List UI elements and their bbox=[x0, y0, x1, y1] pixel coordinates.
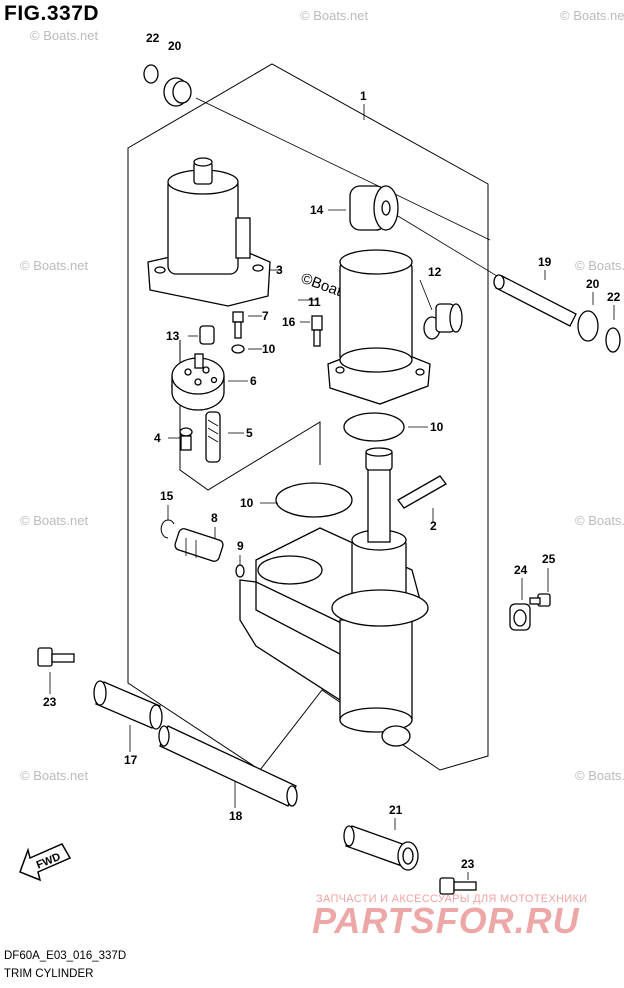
spacer-24 bbox=[509, 603, 531, 631]
callout-11: 11 bbox=[308, 295, 321, 309]
callout-17: 17 bbox=[124, 753, 138, 767]
bushing-20-right bbox=[577, 310, 599, 342]
bolt-25 bbox=[529, 593, 551, 607]
plate-2 bbox=[397, 475, 447, 509]
fitting-13 bbox=[199, 325, 215, 345]
callout-4: 4 bbox=[154, 431, 161, 445]
watermark-text: © Boats.net bbox=[30, 28, 99, 43]
fwd-arrow-icon: FWD bbox=[19, 843, 72, 882]
bushing-21 bbox=[343, 825, 419, 871]
pipe-18 bbox=[158, 725, 298, 807]
watermark-text: © Boats.net bbox=[300, 8, 369, 23]
callout-1: 1 bbox=[360, 89, 367, 103]
callout-2: 2 bbox=[430, 519, 437, 533]
watermark-text: © Boats.net bbox=[20, 258, 89, 273]
watermarks: © Boats.net © Boats.net © Boats.net © Bo… bbox=[20, 8, 624, 783]
assembly-outline bbox=[127, 63, 489, 771]
valve-cap-4 bbox=[179, 427, 193, 451]
reservoir-11 bbox=[327, 249, 431, 405]
bolt-23-left bbox=[37, 647, 75, 667]
callout-10-small: 10 bbox=[262, 342, 276, 356]
circlip-22-right bbox=[605, 327, 621, 353]
leader-lines bbox=[49, 97, 615, 880]
sub-assembly-outline bbox=[179, 340, 321, 491]
circlip-22 bbox=[143, 64, 159, 84]
callout-20-right: 20 bbox=[586, 277, 600, 291]
rubber-mount-14 bbox=[349, 185, 399, 231]
callout-9: 9 bbox=[237, 539, 244, 553]
promo-brand-logo: PARTSFOR.RU bbox=[312, 900, 580, 941]
bushing-17 bbox=[93, 680, 163, 730]
callout-3: 3 bbox=[276, 263, 283, 277]
cylinder-body-1 bbox=[239, 447, 429, 747]
callout-14: 14 bbox=[310, 203, 324, 217]
o-ring-10-small bbox=[231, 344, 245, 354]
callout-6: 6 bbox=[250, 374, 257, 388]
plug-12 bbox=[423, 303, 463, 340]
bolt-16 bbox=[311, 315, 323, 347]
watermark-text: © Boats.net bbox=[575, 768, 624, 783]
callout-15: 15 bbox=[160, 489, 174, 503]
callout-18: 18 bbox=[229, 809, 243, 823]
o-ring-9 bbox=[235, 564, 245, 578]
watermark-text: © Boats.net bbox=[575, 258, 624, 273]
watermark-text: © Boats.net bbox=[20, 768, 89, 783]
bolt-23-bottom bbox=[439, 877, 477, 895]
callout-19: 19 bbox=[538, 255, 552, 269]
valve-8 bbox=[174, 528, 224, 562]
callout-13: 13 bbox=[166, 329, 180, 343]
watermark-text: © Boats.net bbox=[560, 8, 624, 23]
promo-tagline: ЗАПЧАСТИ И АКСЕССУАРЫ ДЛЯ МОТОТЕХНИКИ bbox=[316, 893, 588, 905]
callout-23-left: 23 bbox=[43, 695, 57, 709]
callout-21: 21 bbox=[389, 803, 403, 817]
figure-title: FIG.337D bbox=[4, 2, 100, 25]
watermark-text: © Boats.net bbox=[20, 513, 89, 528]
diagram-caption: TRIM CYLINDER bbox=[4, 968, 94, 980]
valve-block-6 bbox=[171, 353, 225, 411]
bushing-20-face bbox=[172, 80, 192, 104]
callout-10-upper: 10 bbox=[430, 420, 444, 434]
callout-24: 24 bbox=[514, 563, 528, 577]
callout-20: 20 bbox=[168, 39, 182, 53]
callout-22: 22 bbox=[146, 31, 160, 45]
valve-5 bbox=[205, 411, 221, 463]
callout-10-middle: 10 bbox=[240, 496, 254, 510]
callout-12: 12 bbox=[428, 265, 442, 279]
screw-7 bbox=[232, 311, 244, 339]
callout-25: 25 bbox=[542, 552, 556, 566]
callout-22-right: 22 bbox=[607, 290, 621, 304]
callout-8: 8 bbox=[211, 511, 218, 525]
pin-19 bbox=[493, 274, 577, 327]
o-ring-10-upper bbox=[343, 412, 405, 442]
clip-15 bbox=[160, 519, 175, 539]
callout-5: 5 bbox=[246, 426, 253, 440]
trim-motor-3 bbox=[147, 157, 271, 307]
callout-23-bottom: 23 bbox=[461, 857, 475, 871]
callout-16: 16 bbox=[282, 315, 296, 329]
watermark-text: © Boats.net bbox=[575, 513, 624, 528]
callout-7: 7 bbox=[262, 309, 269, 323]
o-ring-10-middle bbox=[275, 482, 353, 518]
callout-numbers: 22 20 1 14 3 12 11 19 20 22 7 16 13 10 6… bbox=[43, 31, 621, 871]
diagram-code: DF60A_E03_016_337D bbox=[4, 950, 127, 962]
